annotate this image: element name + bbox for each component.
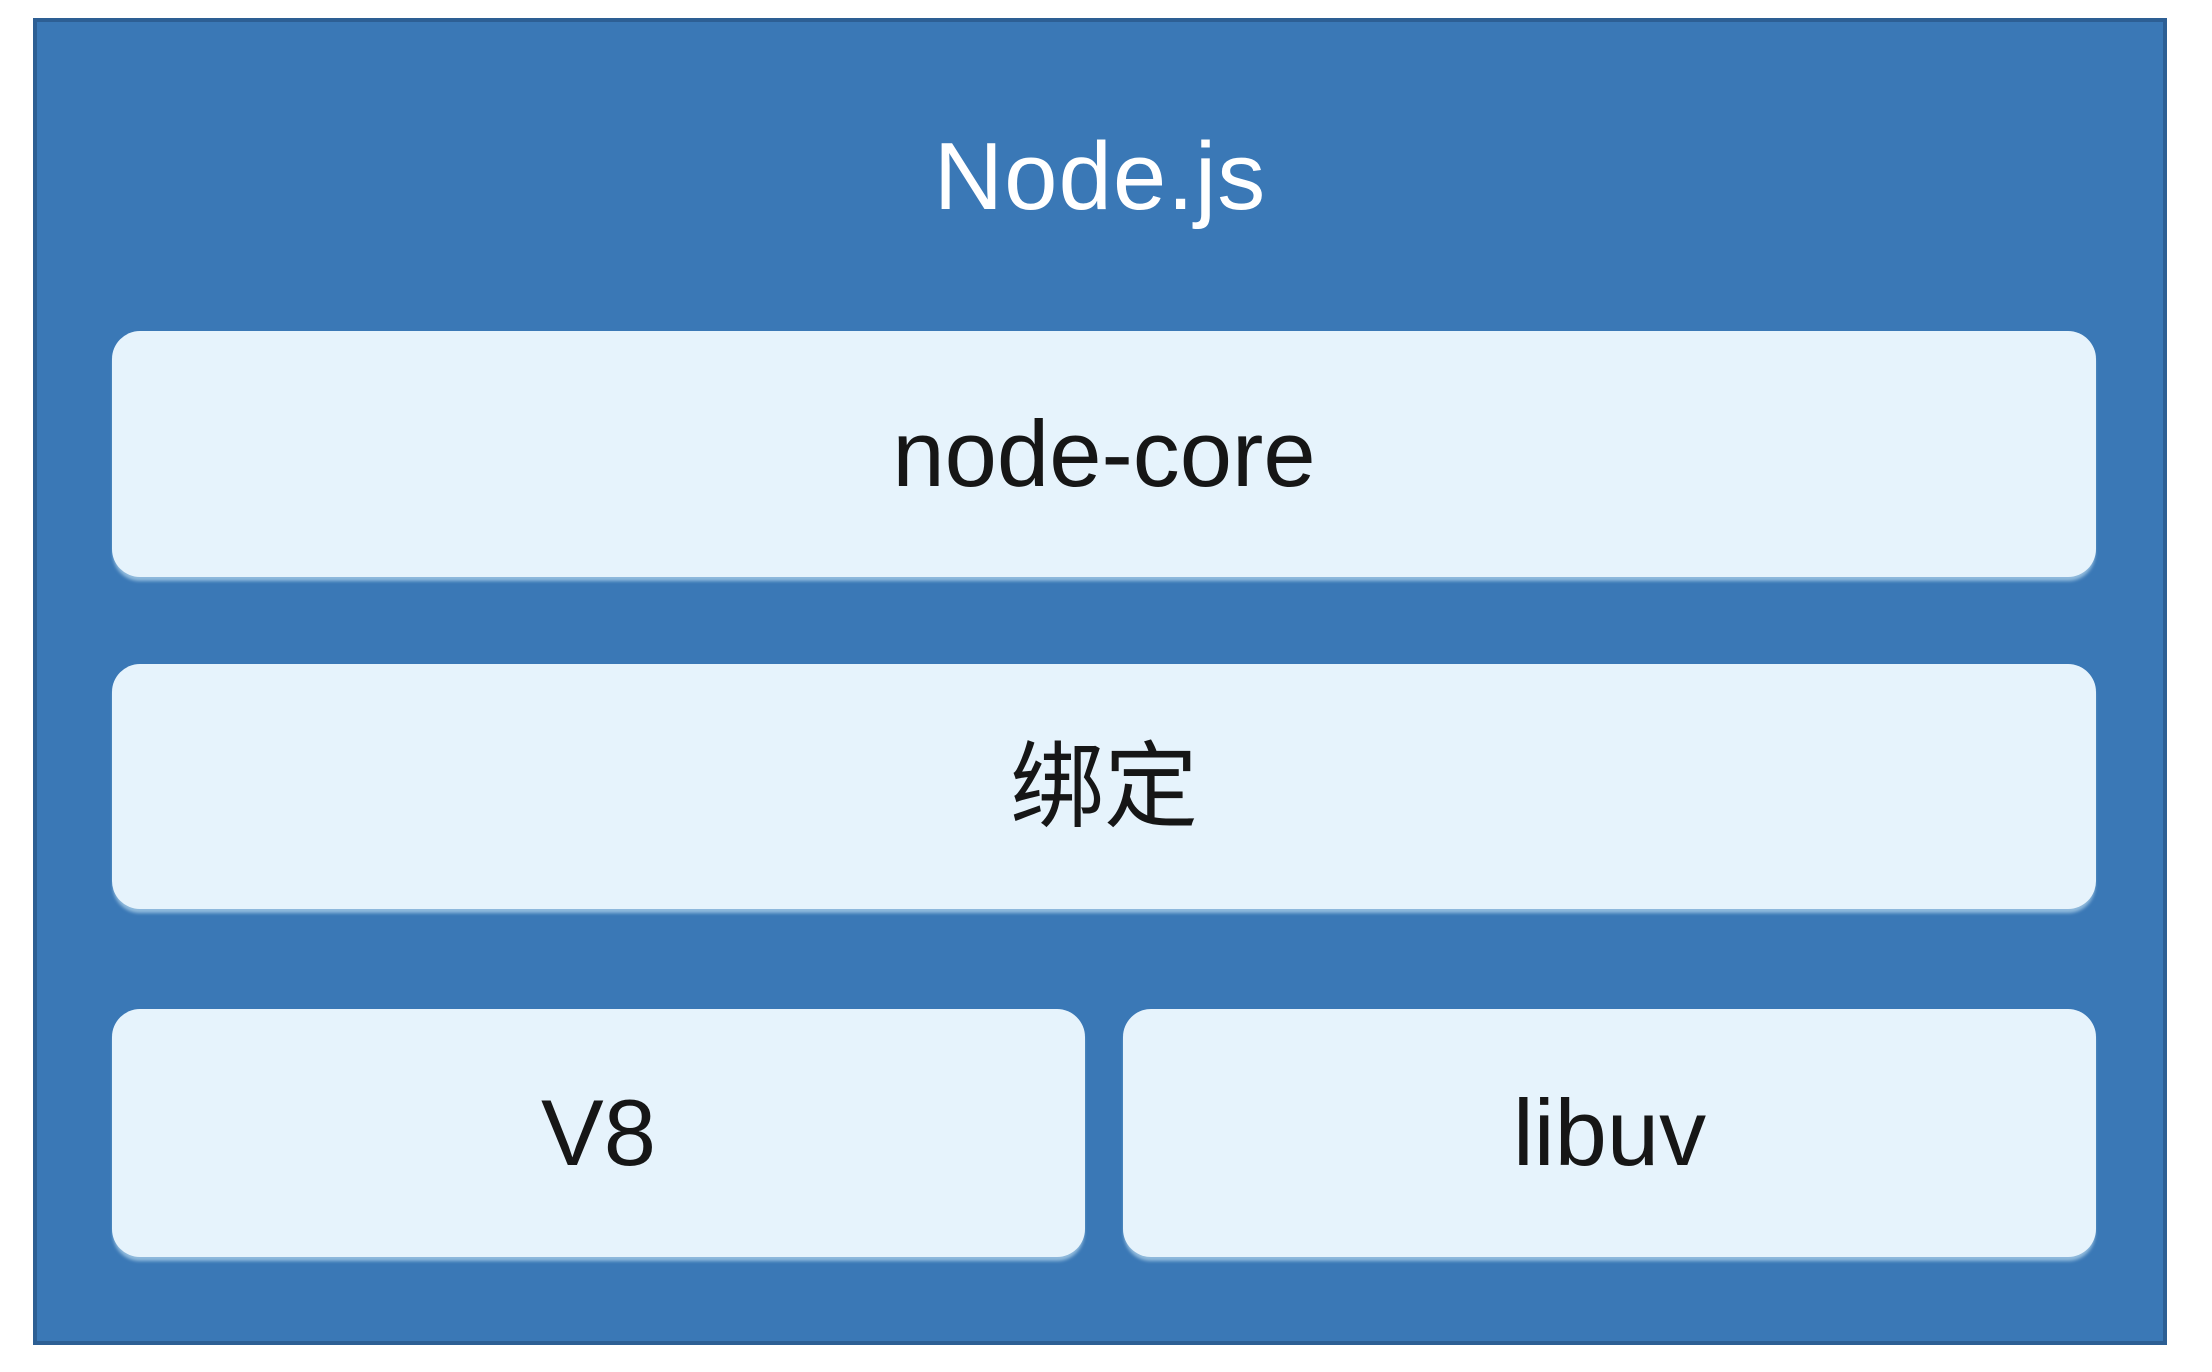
nodejs-architecture-diagram: Node.js node-core 绑定 V8 libuv xyxy=(33,18,2167,1345)
layer-v8: V8 xyxy=(112,1009,1085,1257)
layer-v8-label: V8 xyxy=(541,1080,656,1185)
layer-node-core: node-core xyxy=(112,331,2096,577)
layer-bindings: 绑定 xyxy=(112,664,2096,909)
layer-bindings-label: 绑定 xyxy=(1009,733,1198,839)
layer-libuv: libuv xyxy=(1123,1009,2096,1257)
diagram-title: Node.js xyxy=(933,123,1267,230)
layer-node-core-label: node-core xyxy=(892,401,1316,506)
layer-libuv-label: libuv xyxy=(1512,1080,1707,1185)
